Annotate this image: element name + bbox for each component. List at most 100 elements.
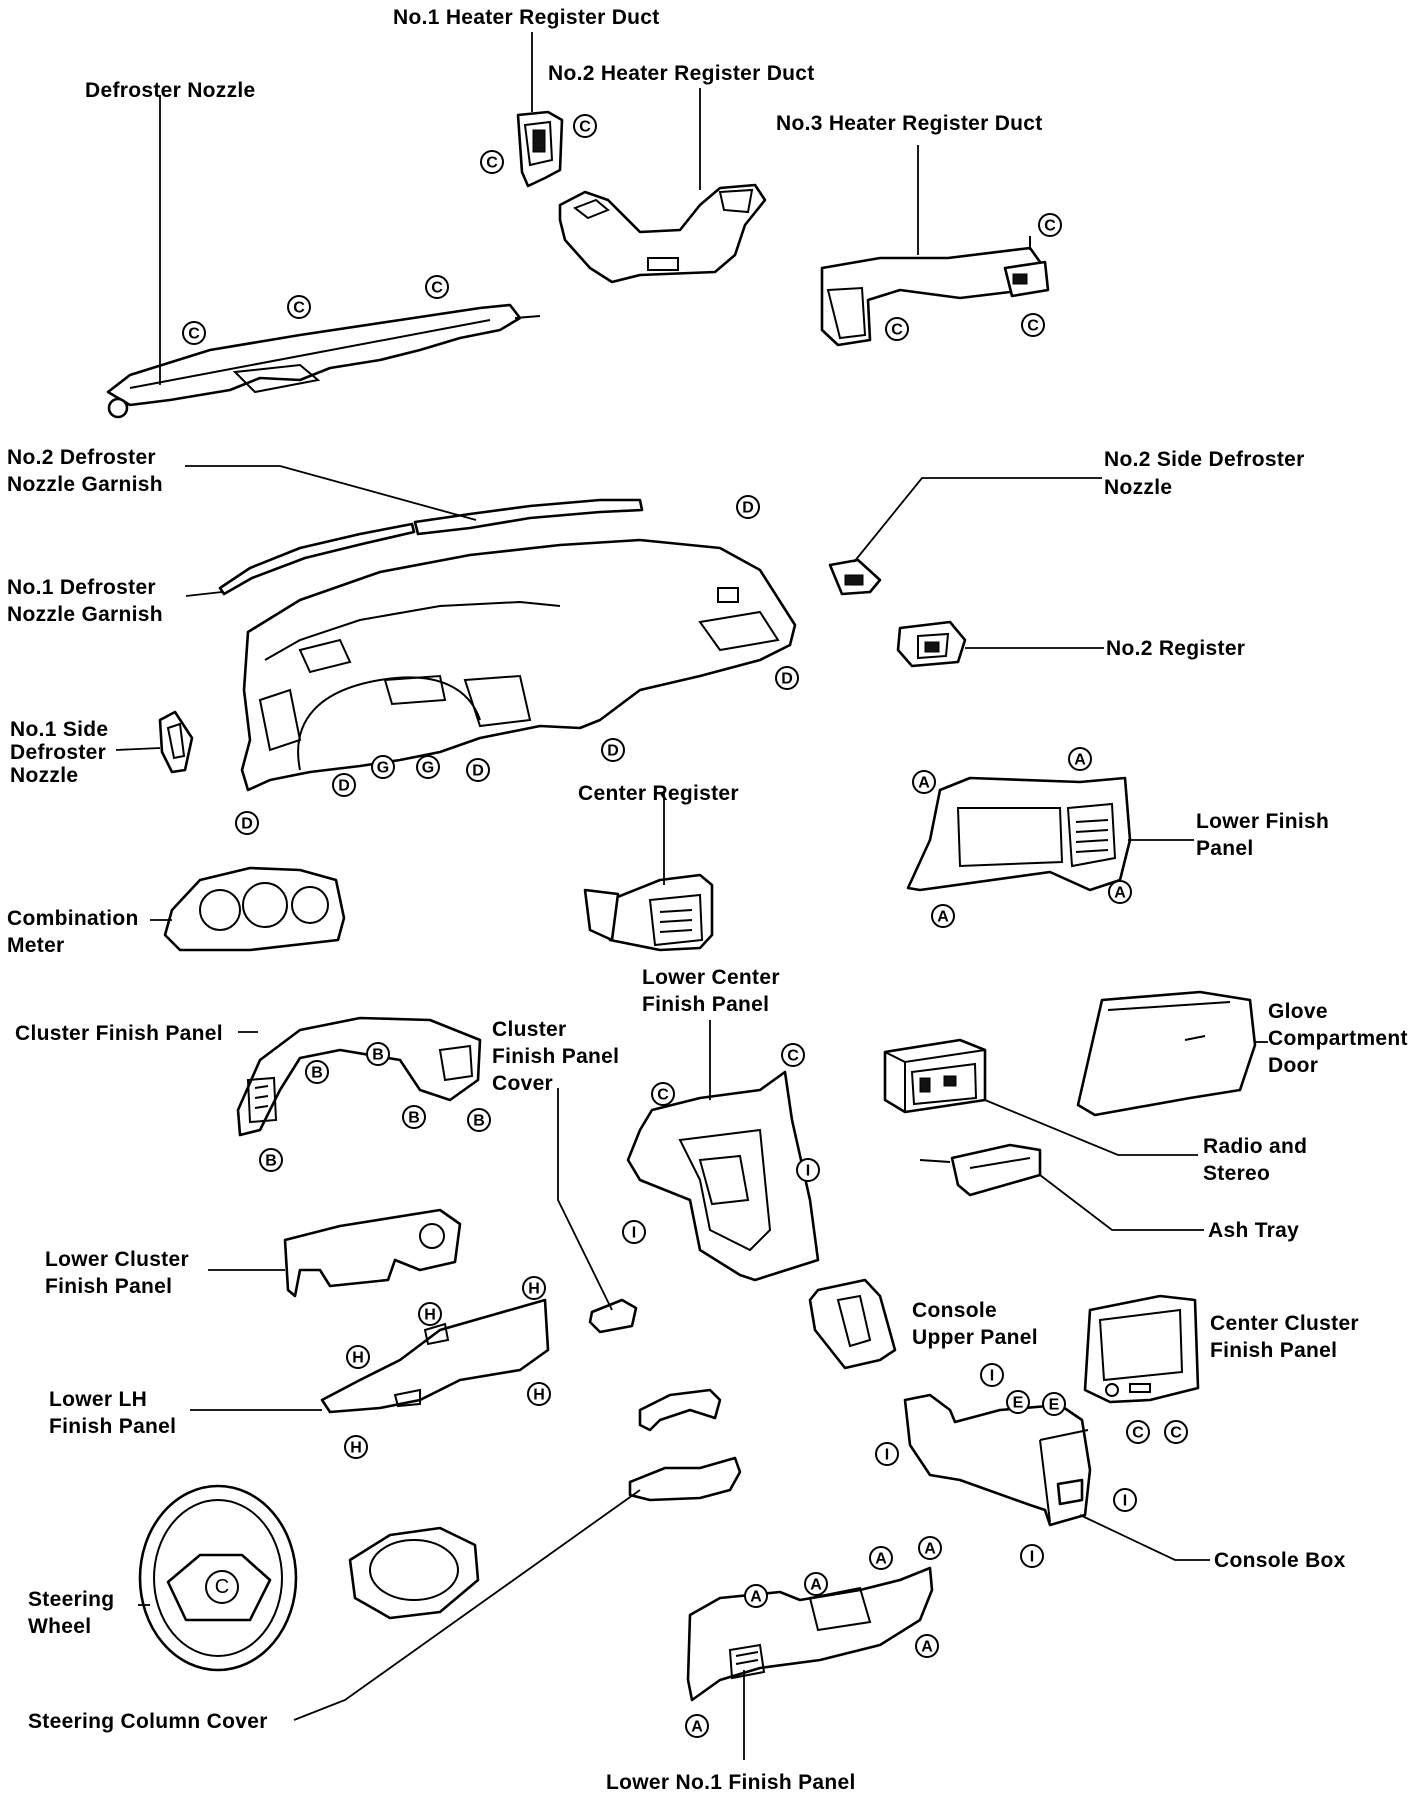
no2-heater-register-duct-part: [558, 183, 767, 284]
clip-marker-i: I: [796, 1158, 820, 1182]
clip-marker-letter: E: [1013, 1395, 1024, 1412]
clip-marker-e: E: [1042, 1392, 1066, 1416]
clip-marker-c: C: [781, 1043, 805, 1067]
clip-marker-ring: [1042, 1392, 1066, 1416]
clip-marker-i: I: [875, 1442, 899, 1466]
clip-marker-ring: [781, 1043, 805, 1067]
label-line: Combination: [7, 907, 139, 930]
label-no2-heater-register-duct: No.2 Heater Register Duct: [548, 62, 815, 85]
label-line: Glove: [1268, 1000, 1328, 1023]
leader-lines: [115, 32, 1268, 1760]
clip-marker-ring: [744, 1584, 768, 1608]
clip-marker-ring: [573, 114, 597, 138]
clip-marker-letter: A: [750, 1589, 762, 1606]
clip-marker-a: A: [804, 1572, 828, 1596]
instrument-panel-part: [240, 538, 797, 792]
label-line: Lower Cluster: [45, 1248, 189, 1271]
clip-marker-c: C: [425, 275, 449, 299]
clip-marker-ring: [885, 317, 909, 341]
label-line: Lower Finish: [1196, 810, 1329, 833]
clip-marker-letter: I: [806, 1163, 810, 1180]
label-line: Cover: [492, 1072, 553, 1095]
clip-marker-ring: [869, 1546, 893, 1570]
clip-marker-c: C: [182, 321, 206, 345]
label-line: Nozzle: [1104, 476, 1172, 499]
clip-marker-letter: I: [632, 1225, 636, 1242]
steering-column-cover-part: [628, 1388, 742, 1502]
clip-marker-letter: C: [657, 1087, 669, 1104]
lower-cluster-finish-panel-part: [283, 1208, 462, 1298]
clip-marker-letter: B: [408, 1110, 420, 1127]
clip-marker-ring: [466, 758, 490, 782]
label-line: Upper Panel: [912, 1326, 1038, 1349]
clip-marker-h: H: [346, 1345, 370, 1369]
clip-marker-ring: [235, 811, 259, 835]
console-upper-panel-part: [808, 1278, 897, 1370]
label-cluster-finish-panel: Cluster Finish Panel: [15, 1022, 223, 1045]
label-no1-heater-register-duct: No.1 Heater Register Duct: [393, 6, 660, 29]
no2-side-defroster-nozzle-part: [828, 558, 882, 596]
clip-marker-ring: [371, 755, 395, 779]
clip-marker-letter: E: [1049, 1397, 1060, 1414]
clip-marker-ring: [467, 1108, 491, 1132]
clip-marker-letter: D: [241, 816, 253, 833]
clip-marker-letter: C: [579, 119, 591, 136]
clip-marker-ring: [915, 1634, 939, 1658]
radio-and-stereo-part: [883, 1038, 987, 1114]
label-no2-defroster-nozzle-garnish: No.2 Defroster Nozzle Garnish: [7, 446, 163, 496]
clip-marker-letter: I: [1030, 1549, 1034, 1566]
clip-marker-ring: [651, 1082, 675, 1106]
clip-marker-g: G: [416, 755, 440, 779]
cluster-finish-panel-part: [236, 1016, 482, 1137]
clip-marker-b: B: [366, 1042, 390, 1066]
clip-marker-i: I: [980, 1363, 1004, 1387]
center-cluster-finish-panel-part: [1083, 1294, 1200, 1404]
clip-marker-ring: [775, 666, 799, 690]
no2-register-part: [896, 620, 967, 668]
clip-marker-a: A: [915, 1634, 939, 1658]
clip-marker-h: H: [527, 1382, 551, 1406]
steering-wheel-pad-part: [348, 1526, 480, 1620]
label-line: Finish Panel: [492, 1045, 619, 1068]
lower-center-finish-panel-part: [626, 1070, 820, 1282]
clip-marker-ring: [912, 770, 936, 794]
clip-marker-letter: H: [350, 1440, 362, 1457]
clip-marker-d: D: [601, 738, 625, 762]
clip-marker-ring: [736, 495, 760, 519]
clip-marker-i: I: [1020, 1544, 1044, 1568]
clip-marker-letter: C: [293, 300, 305, 317]
clip-marker-ring: [804, 1572, 828, 1596]
clip-marker-letter: A: [875, 1551, 887, 1568]
clip-marker-letter: D: [742, 500, 754, 517]
label-no1-side-defroster-nozzle: No.1 Side Defroster Nozzle: [10, 718, 115, 787]
clip-marker-letter: A: [1114, 885, 1126, 902]
label-glove-compartment-door: Glove Compartment Door: [1268, 1000, 1414, 1077]
label-line: Finish Panel: [642, 993, 769, 1016]
clip-marker-d: D: [466, 758, 490, 782]
clip-marker-ring: [622, 1220, 646, 1244]
clip-marker-ring: [875, 1442, 899, 1466]
clip-marker-a: A: [931, 904, 955, 928]
label-center-cluster-finish-panel: Center Cluster Finish Panel: [1210, 1312, 1365, 1362]
clip-marker-ring: [1126, 1420, 1150, 1444]
label-line: Wheel: [28, 1615, 91, 1638]
no1-defroster-nozzle-garnish-part: [218, 522, 416, 596]
clip-marker-c: C: [287, 295, 311, 319]
clip-marker-letter: A: [691, 1719, 703, 1736]
label-console-box: Console Box: [1214, 1549, 1346, 1572]
label-line: Nozzle Garnish: [7, 473, 163, 496]
label-line: Panel: [1196, 837, 1254, 860]
cluster-finish-panel-cover-part: [588, 1298, 638, 1334]
clip-marker-i: I: [1113, 1488, 1137, 1512]
clip-marker-b: B: [467, 1108, 491, 1132]
clip-marker-letter: H: [352, 1350, 364, 1367]
label-line: Center Cluster: [1210, 1312, 1359, 1335]
combination-meter-part: [163, 866, 346, 952]
clip-marker-c: C: [1021, 313, 1045, 337]
clip-marker-a: A: [1068, 747, 1092, 771]
clip-marker-letter: A: [921, 1639, 933, 1656]
clip-marker-c: C: [480, 150, 504, 174]
label-line: Finish Panel: [1210, 1339, 1337, 1362]
clip-marker-c: C: [1164, 1420, 1188, 1444]
